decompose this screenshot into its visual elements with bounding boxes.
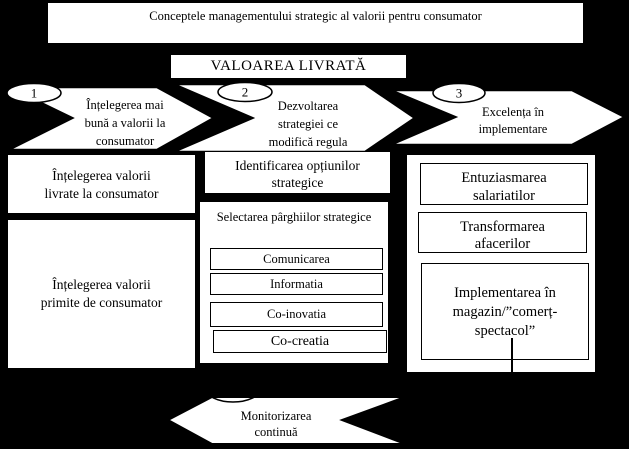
lever-co-innovation: Co-inovatia (210, 302, 383, 327)
diagram-title: Conceptele managementului strategic al v… (149, 9, 482, 23)
box-understanding-delivered-value: Înțelegerea valorii livrate la consumato… (8, 155, 195, 213)
box-identify-strategic-options: Identificarea opțiunilor strategice (205, 152, 390, 193)
delivered-value-box: VALOAREA LIVRATĂ (171, 55, 406, 78)
step1-chevron-arrow (7, 85, 217, 152)
step3-chevron-arrow (389, 88, 628, 147)
step2-caption: Dezvoltarea strategiei ce modifică regul… (268, 99, 348, 149)
box-understanding-received-value: Înțelegerea valorii primite de consumato… (8, 220, 195, 368)
lever-information: Informatia (210, 273, 383, 295)
step3-number: 3 (456, 86, 463, 101)
step2-number: 2 (242, 85, 249, 100)
step2-number-ellipse (217, 81, 273, 103)
step3-caption: Excelența în implementare (478, 105, 548, 136)
lever-co-creation: Co-creatia (213, 330, 387, 353)
delivered-value-label: VALOAREA LIVRATĂ (210, 58, 367, 74)
monitoring-number-ellipse (205, 375, 261, 403)
connector-line (511, 338, 513, 374)
box-in-store-implementation: Implementarea în magazin/”comerț- specta… (421, 263, 589, 360)
step1-caption: Înțelegerea mai bună a valorii la consum… (84, 98, 166, 148)
box-business-transformation: Transformarea afacerilor (418, 212, 587, 253)
step1-number-ellipse (6, 82, 62, 104)
step1-number: 1 (31, 86, 38, 101)
strategic-levers-label: Selectarea pârghiilor strategice (216, 210, 372, 224)
monitoring-caption: Monitorizarea continuă (240, 409, 312, 439)
box-employee-enthusiasm: Entuziasmarea salariatilor (420, 163, 588, 205)
lever-communication: Comunicarea (210, 248, 383, 270)
diagram-title-box: Conceptele managementului strategic al v… (48, 3, 583, 43)
step3-number-ellipse (432, 82, 486, 104)
